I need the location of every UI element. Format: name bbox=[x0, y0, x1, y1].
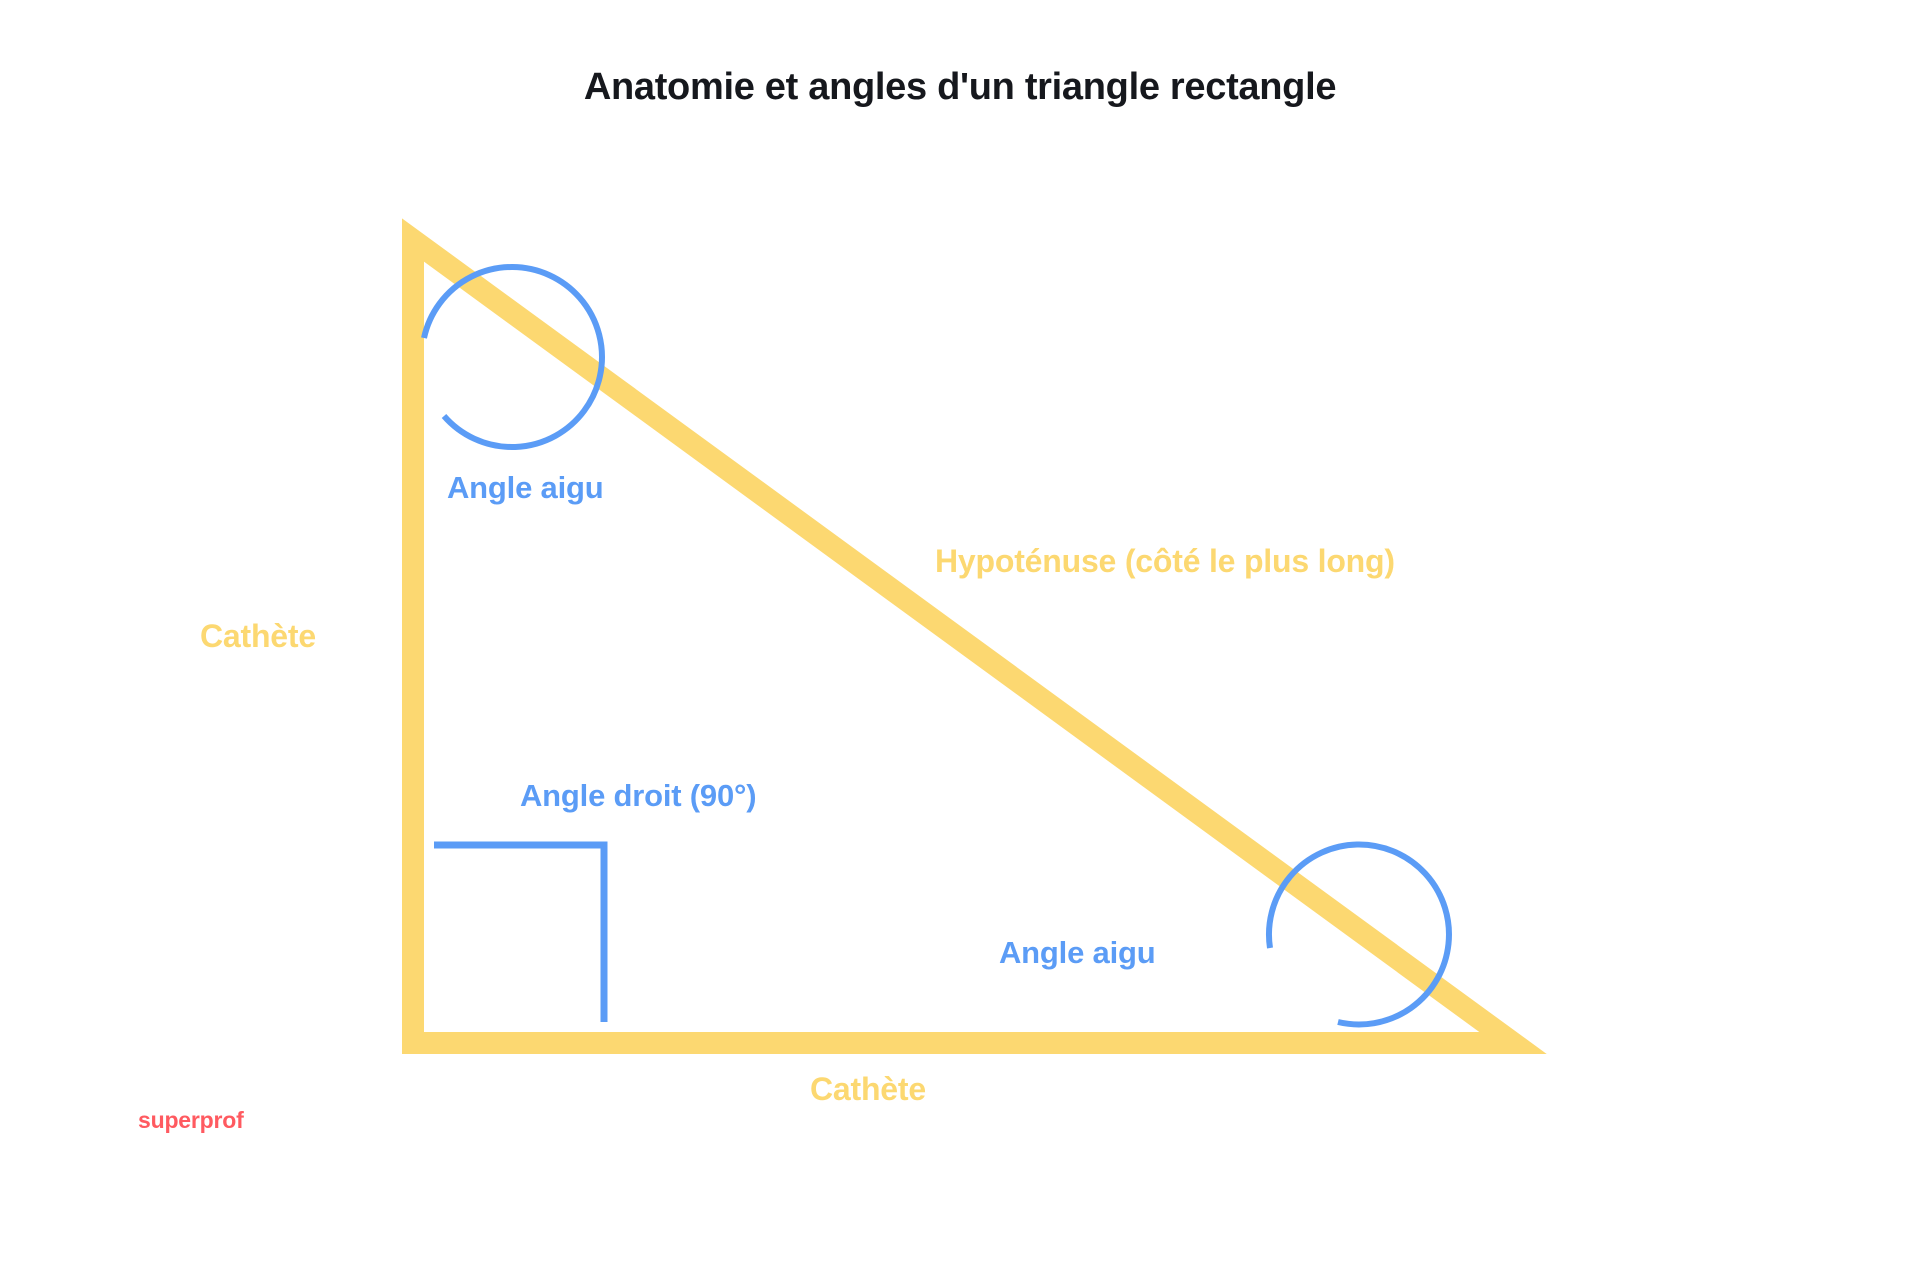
superprof-watermark: superprof bbox=[138, 1107, 244, 1133]
angle-arc-bottom-icon bbox=[1266, 841, 1452, 1028]
label-cathete-left: Cathète bbox=[200, 618, 316, 654]
label-angle-aigu-bottom: Angle aigu bbox=[999, 935, 1156, 970]
label-hypotenuse: Hypoténuse (côté le plus long) bbox=[935, 543, 1395, 579]
right-angle-square-icon bbox=[434, 841, 608, 1022]
triangle-outline bbox=[402, 218, 1547, 1054]
label-cathete-bottom: Cathète bbox=[810, 1071, 926, 1107]
label-angle-aigu-top: Angle aigu bbox=[447, 470, 604, 505]
label-angle-droit: Angle droit (90°) bbox=[520, 778, 757, 813]
page-title: Anatomie et angles d'un triangle rectang… bbox=[583, 66, 1337, 108]
angle-arc-top-icon bbox=[421, 264, 605, 450]
